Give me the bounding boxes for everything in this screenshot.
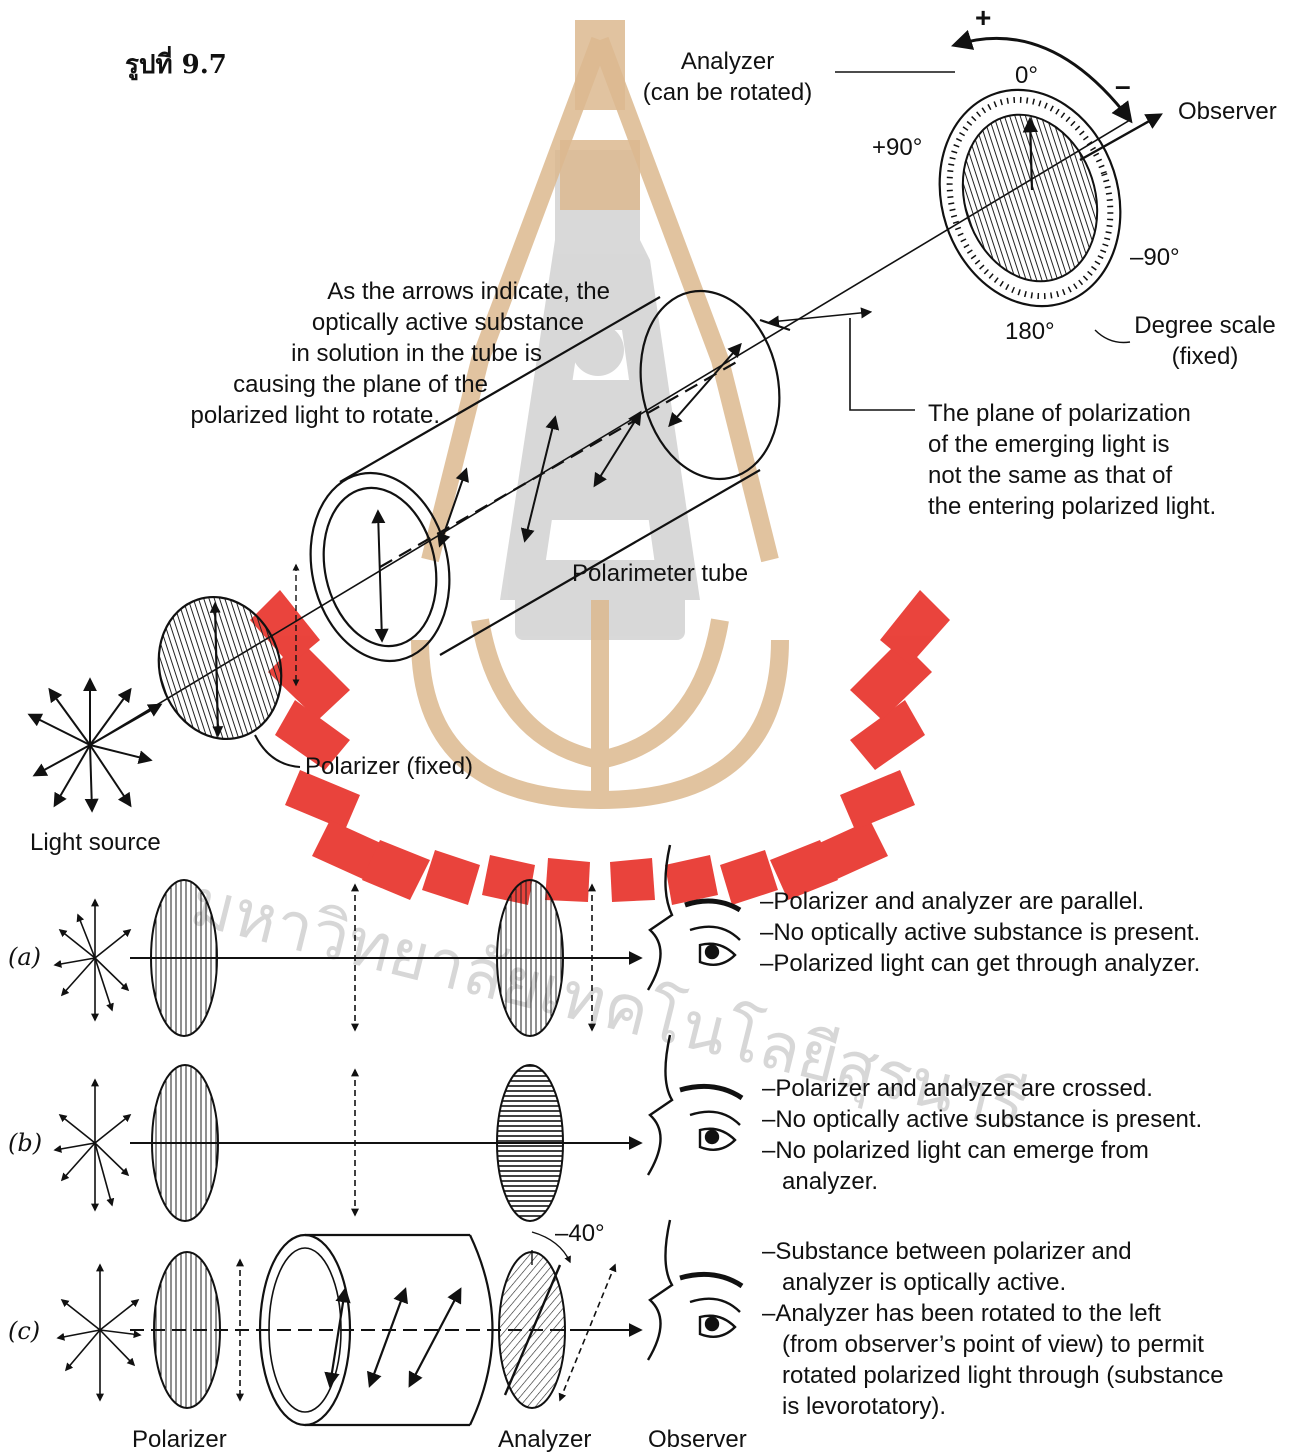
row-a-note-line: –Polarized light can get through analyze…	[760, 948, 1200, 979]
row-b-note-line: –No polarized light can emerge from	[762, 1135, 1202, 1166]
row-b-diagram	[55, 1065, 640, 1221]
angle-label: –40°	[555, 1218, 605, 1249]
row-b-note-line: analyzer.	[762, 1166, 1202, 1197]
scale-minus90-label: –90°	[1130, 242, 1180, 273]
note-left-line: polarized light to rotate.	[140, 400, 620, 431]
light-source-label: Light source	[30, 827, 161, 858]
row-c-diagram	[58, 1232, 640, 1425]
scale-0-label: 0°	[1015, 60, 1038, 91]
polarizer-fixed-label: Polarizer (fixed)	[305, 751, 473, 782]
note-right: The plane of polarization of the emergin…	[928, 398, 1216, 522]
degree-scale-line1: Degree scale	[1120, 310, 1290, 341]
light-source-rays	[30, 680, 160, 810]
row-c-note-line: –Analyzer has been rotated to the left	[762, 1298, 1224, 1329]
note-left-line: causing the plane of the	[140, 369, 620, 400]
scale-180-label: 180°	[1005, 316, 1055, 347]
row-c-note-line: –Substance between polarizer and	[762, 1236, 1224, 1267]
note-left-line: in solution in the tube is	[140, 338, 620, 369]
row-b-tag: (b)	[8, 1128, 42, 1159]
row-c-tag: (c)	[8, 1316, 40, 1347]
plus-sign: +	[975, 2, 991, 33]
row-c-notes: –Substance between polarizer and analyze…	[762, 1236, 1224, 1422]
row-b-note-line: –No optically active substance is presen…	[762, 1104, 1202, 1135]
bottom-analyzer-label: Analyzer	[498, 1424, 591, 1455]
note-right-line: of the emerging light is	[928, 429, 1216, 460]
analyzer-label: Analyzer (can be rotated)	[620, 46, 835, 108]
row-a-notes: –Polarizer and analyzer are parallel. –N…	[760, 886, 1200, 979]
row-c-note-line: rotated polarized light through (substan…	[762, 1360, 1224, 1391]
degree-scale-label: Degree scale (fixed)	[1120, 310, 1290, 372]
observer-eye-b	[648, 1035, 742, 1175]
polarimeter-tube-label: Polarimeter tube	[572, 558, 748, 589]
row-b-note-line: –Polarizer and analyzer are crossed.	[762, 1073, 1202, 1104]
analyzer-label-line1: Analyzer	[620, 46, 835, 77]
observer-label-top: Observer	[1178, 96, 1277, 127]
row-c-note-line: (from observer’s point of view) to permi…	[762, 1329, 1224, 1360]
note-right-line: the entering polarized light.	[928, 491, 1216, 522]
note-left: As the arrows indicate, the optically ac…	[140, 276, 620, 431]
bottom-observer-label: Observer	[648, 1424, 747, 1455]
note-right-line: The plane of polarization	[928, 398, 1216, 429]
note-right-line: not the same as that of	[928, 460, 1216, 491]
observer-eye-c	[648, 1220, 742, 1360]
bottom-polarizer-label: Polarizer	[132, 1424, 227, 1455]
analyzer-dial	[835, 38, 1160, 342]
row-a-note-line: –No optically active substance is presen…	[760, 917, 1200, 948]
scale-plus90-label: +90°	[872, 132, 922, 163]
degree-scale-line2: (fixed)	[1120, 341, 1290, 372]
polarizer-disc	[141, 581, 300, 755]
figure-title: รูปที่ 9.7	[125, 50, 227, 81]
observer-eye-a	[648, 845, 740, 990]
note-left-line: optically active substance	[140, 307, 620, 338]
row-c-note-line: analyzer is optically active.	[762, 1267, 1224, 1298]
row-a-diagram	[55, 880, 640, 1036]
row-a-note-line: –Polarizer and analyzer are parallel.	[760, 886, 1200, 917]
row-c-note-line: is levorotatory).	[762, 1391, 1224, 1422]
row-b-notes: –Polarizer and analyzer are crossed. –No…	[762, 1073, 1202, 1197]
minus-sign: –	[1115, 70, 1131, 101]
note-left-line: As the arrows indicate, the	[140, 276, 620, 307]
analyzer-label-line2: (can be rotated)	[620, 77, 835, 108]
row-a-tag: (a)	[8, 942, 41, 973]
